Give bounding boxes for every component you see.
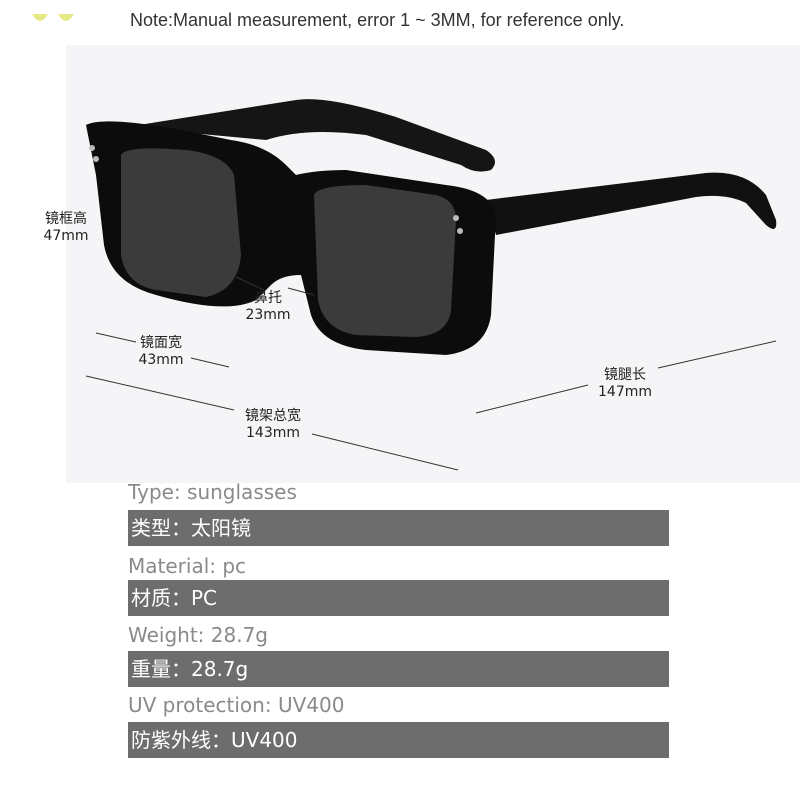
total-width-measure: 镜架总宽 143mm [234,408,312,442]
lens-width-label: 镜面宽 [140,335,182,351]
total-width-value: 143mm [246,425,300,441]
lens-width-measure: 镜面宽 43mm [130,335,192,369]
spec-material-label: Material: pc [128,554,247,578]
spec-uv-label: UV protection: UV400 [128,693,345,717]
temple-length-measure: 镜腿长 147mm [590,367,660,401]
nose-bridge-value: 23mm [245,307,291,323]
nose-bridge-label: 鼻托 [254,290,282,306]
frame-height-value: 47mm [43,228,89,244]
nose-bridge-measure: 鼻托 23mm [238,290,298,324]
lens-width-value: 43mm [138,352,184,368]
spec-uv-bar: 防紫外线：UV400 [128,722,669,758]
frame-height-measure: 镜框高 47mm [35,211,97,245]
product-photo: 镜框高 47mm 鼻托 23mm 镜面宽 43mm 镜架总宽 143mm 镜腿长… [43,45,800,483]
measurement-note: Note:Manual measurement, error 1 ~ 3MM, … [130,10,625,30]
spec-material-bar: 材质：PC [128,580,669,616]
temple-length-label: 镜腿长 [604,367,646,383]
spec-type-bar: 类型：太阳镜 [128,510,669,546]
frame-height-label: 镜框高 [45,211,87,227]
spec-type-label: Type: sunglasses [128,480,297,504]
spec-weight-bar: 重量：28.7g [128,651,669,687]
brand-logo-icon [32,14,74,21]
sunglasses-illustration [85,99,777,471]
total-width-label: 镜架总宽 [245,408,301,424]
temple-length-value: 147mm [598,384,652,400]
spec-weight-label: Weight: 28.7g [128,623,268,647]
